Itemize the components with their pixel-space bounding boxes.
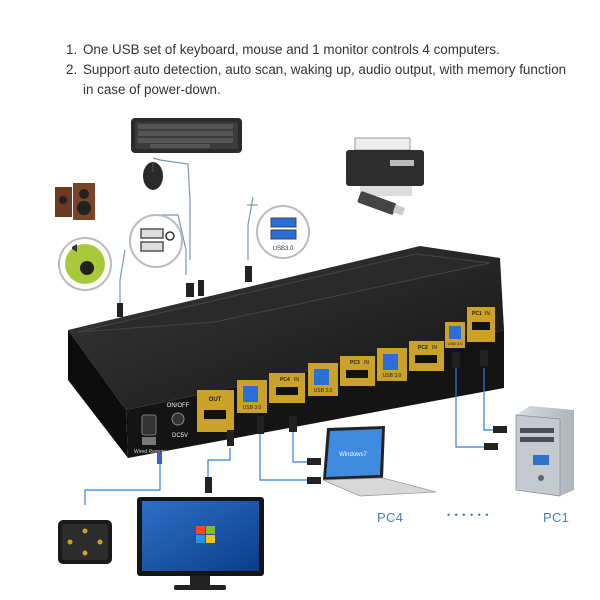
usb-port-zoom-icon [129, 214, 183, 268]
power-label: DC5V [172, 433, 188, 439]
device-cables [84, 368, 494, 505]
note-number: 1. [66, 42, 78, 57]
usb-flash-drive-icon [357, 191, 406, 216]
pc4-label: PC4 [377, 510, 404, 525]
front-panel: ON/OFF DC5V Wired Remote OUT USB 3.0 PC4… [134, 307, 495, 455]
keyboard-icon [131, 118, 242, 153]
in-label: IN [485, 311, 490, 317]
laptop-icon: Windows7 [322, 426, 437, 497]
note-number: 2. [66, 62, 78, 77]
on-off-label: ON/OFF [167, 403, 190, 409]
mouse-icon [143, 162, 163, 190]
ellipsis-dots: • • • • • • [447, 510, 490, 520]
top-usb-label: USB3.0 [273, 246, 294, 252]
in-label: IN [432, 345, 437, 351]
port-block-pc2: USB 3.0 PC2 IN [377, 341, 444, 381]
laptop-screen-text: Windows7 [339, 452, 367, 458]
usb-label: USB 3.0 [448, 341, 464, 346]
note-text: Support auto detection, auto scan, wakin… [83, 62, 567, 97]
wired-remote-icon [58, 520, 112, 564]
monitor-icon [137, 497, 264, 590]
power-switch [141, 414, 157, 436]
usb-label: USB 3.0 [383, 373, 402, 379]
audio-port-zoom-icon [58, 237, 112, 291]
cable-lines [119, 157, 258, 305]
usb3-port-zoom-icon: USB3.0 [256, 205, 310, 259]
pc-label: PC4 [280, 377, 290, 383]
cable-plugs [117, 266, 507, 493]
usb-label: USB 3.0 [243, 405, 262, 411]
pc-label: PC1 [472, 311, 482, 317]
pc-label: PC2 [418, 345, 428, 351]
in-label: IN [294, 377, 299, 383]
port-block-pc4: USB 3.0 PC4 IN [237, 373, 305, 413]
out-label: OUT [209, 397, 222, 403]
pc-label: PC3 [350, 360, 360, 366]
in-label: IN [364, 360, 369, 366]
feature-note-1: 1. One USB set of keyboard, mouse and 1 … [60, 40, 580, 60]
remote-port [142, 437, 156, 445]
port-block-pc3: USB 3.0 PC3 IN [308, 356, 375, 396]
feature-notes: 1. One USB set of keyboard, mouse and 1 … [60, 40, 580, 100]
printer-icon [346, 137, 424, 196]
speakers-icon [55, 183, 95, 220]
note-text: One USB set of keyboard, mouse and 1 mon… [83, 42, 500, 57]
remote-label: Wired Remote [134, 449, 166, 455]
desktop-tower-icon [515, 406, 574, 497]
pc1-label: PC1 [543, 510, 570, 525]
port-block-pc1: USB 3.0 PC1 IN [445, 307, 495, 348]
feature-note-2: 2. Support auto detection, auto scan, wa… [60, 60, 580, 100]
usb-label: USB 3.0 [314, 388, 333, 394]
